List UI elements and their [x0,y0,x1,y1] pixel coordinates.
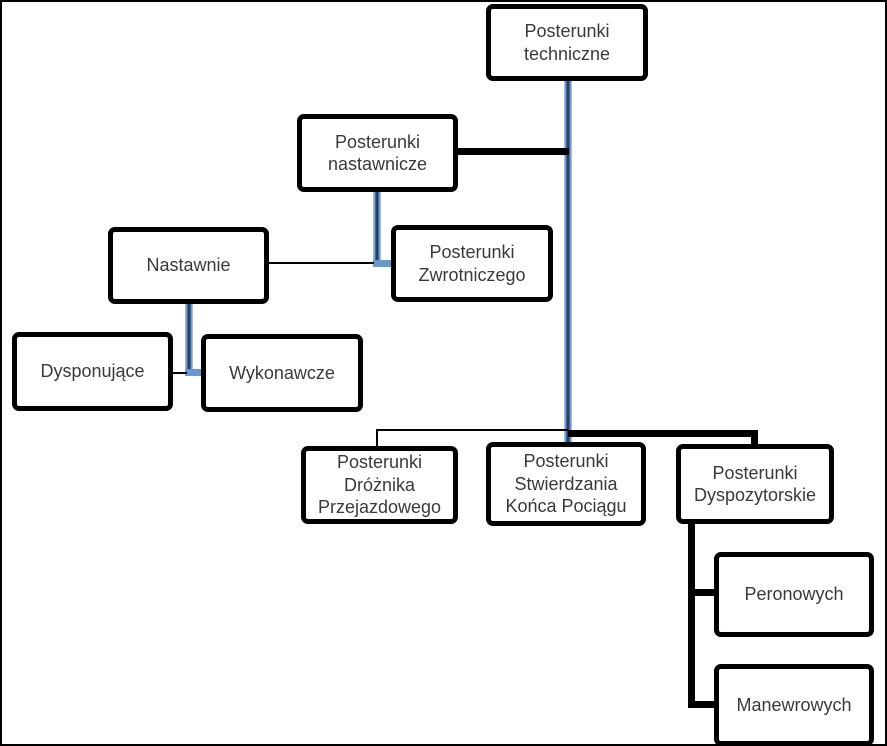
node-posterunki-nastawnicze: Posterunki nastawnicze [297,114,458,192]
connector-trunk-blue-line [564,81,572,443]
node-label: Posterunki Stwierdzania Końca Pociągu [505,451,627,517]
node-dysponujace: Dysponujące [12,332,173,411]
node-label: Posterunki techniczne [523,21,611,64]
node-label: Wykonawcze [229,362,335,383]
node-posterunki-droznika-przejazdowego: Posterunki Dróżnika Przejazdowego [301,446,458,524]
node-label: Posterunki Zwrotniczego [418,242,526,285]
node-label: Dysponujące [40,361,145,382]
connector-wykonawcze-stub-line [185,369,203,376]
node-label: Manewrowych [736,694,852,715]
node-label: Nastawnie [146,255,231,276]
node-label: Posterunki nastawnicze [327,131,428,175]
connector-dyspozytorskie-corner-line [751,430,758,446]
node-peronowych: Peronowych [714,552,874,637]
node-label: Posterunki Dróżnika Przejazdowego [317,452,442,518]
node-posterunki-zwrotniczego: Posterunki Zwrotniczego [391,225,553,302]
connector-nastawnicze-to-trunk-line [457,148,569,155]
connector-nastawnie-to-wykonawcze-line [185,303,193,376]
node-manewrowych: Manewrowych [714,664,874,744]
connector-trunk-to-dyspozytorskie-line [568,430,758,437]
connector-zwrotniczego-stub-line [373,260,393,267]
connector-dysponujace-to-wykonawcze-line [172,372,187,374]
connector-dyspozytorskie-down-line [688,523,695,708]
connector-peronowych-stub-line [688,589,715,596]
node-label: Peronowych [744,584,844,605]
node-posterunki-dyspozytorskie: Posterunki Dyspozytorskie [676,444,834,524]
connector-manewrowych-stub-line [688,701,715,708]
connector-nastawnicze-to-zwrotniczego-line [373,191,381,267]
connector-droznika-elbow-vertical-line [376,429,378,447]
node-nastawnie: Nastawnie [108,227,269,304]
node-wykonawcze: Wykonawcze [201,334,363,412]
connector-nastawnie-to-zwrotniczego-line [268,262,374,264]
node-posterunki-techniczne: Posterunki techniczne [486,4,648,81]
node-posterunki-stwierdzania-konca-pociagu: Posterunki Stwierdzania Końca Pociągu [486,442,646,526]
connector-droznika-elbow-horizontal-line [376,429,568,431]
node-label: Posterunki Dyspozytorskie [693,462,817,506]
